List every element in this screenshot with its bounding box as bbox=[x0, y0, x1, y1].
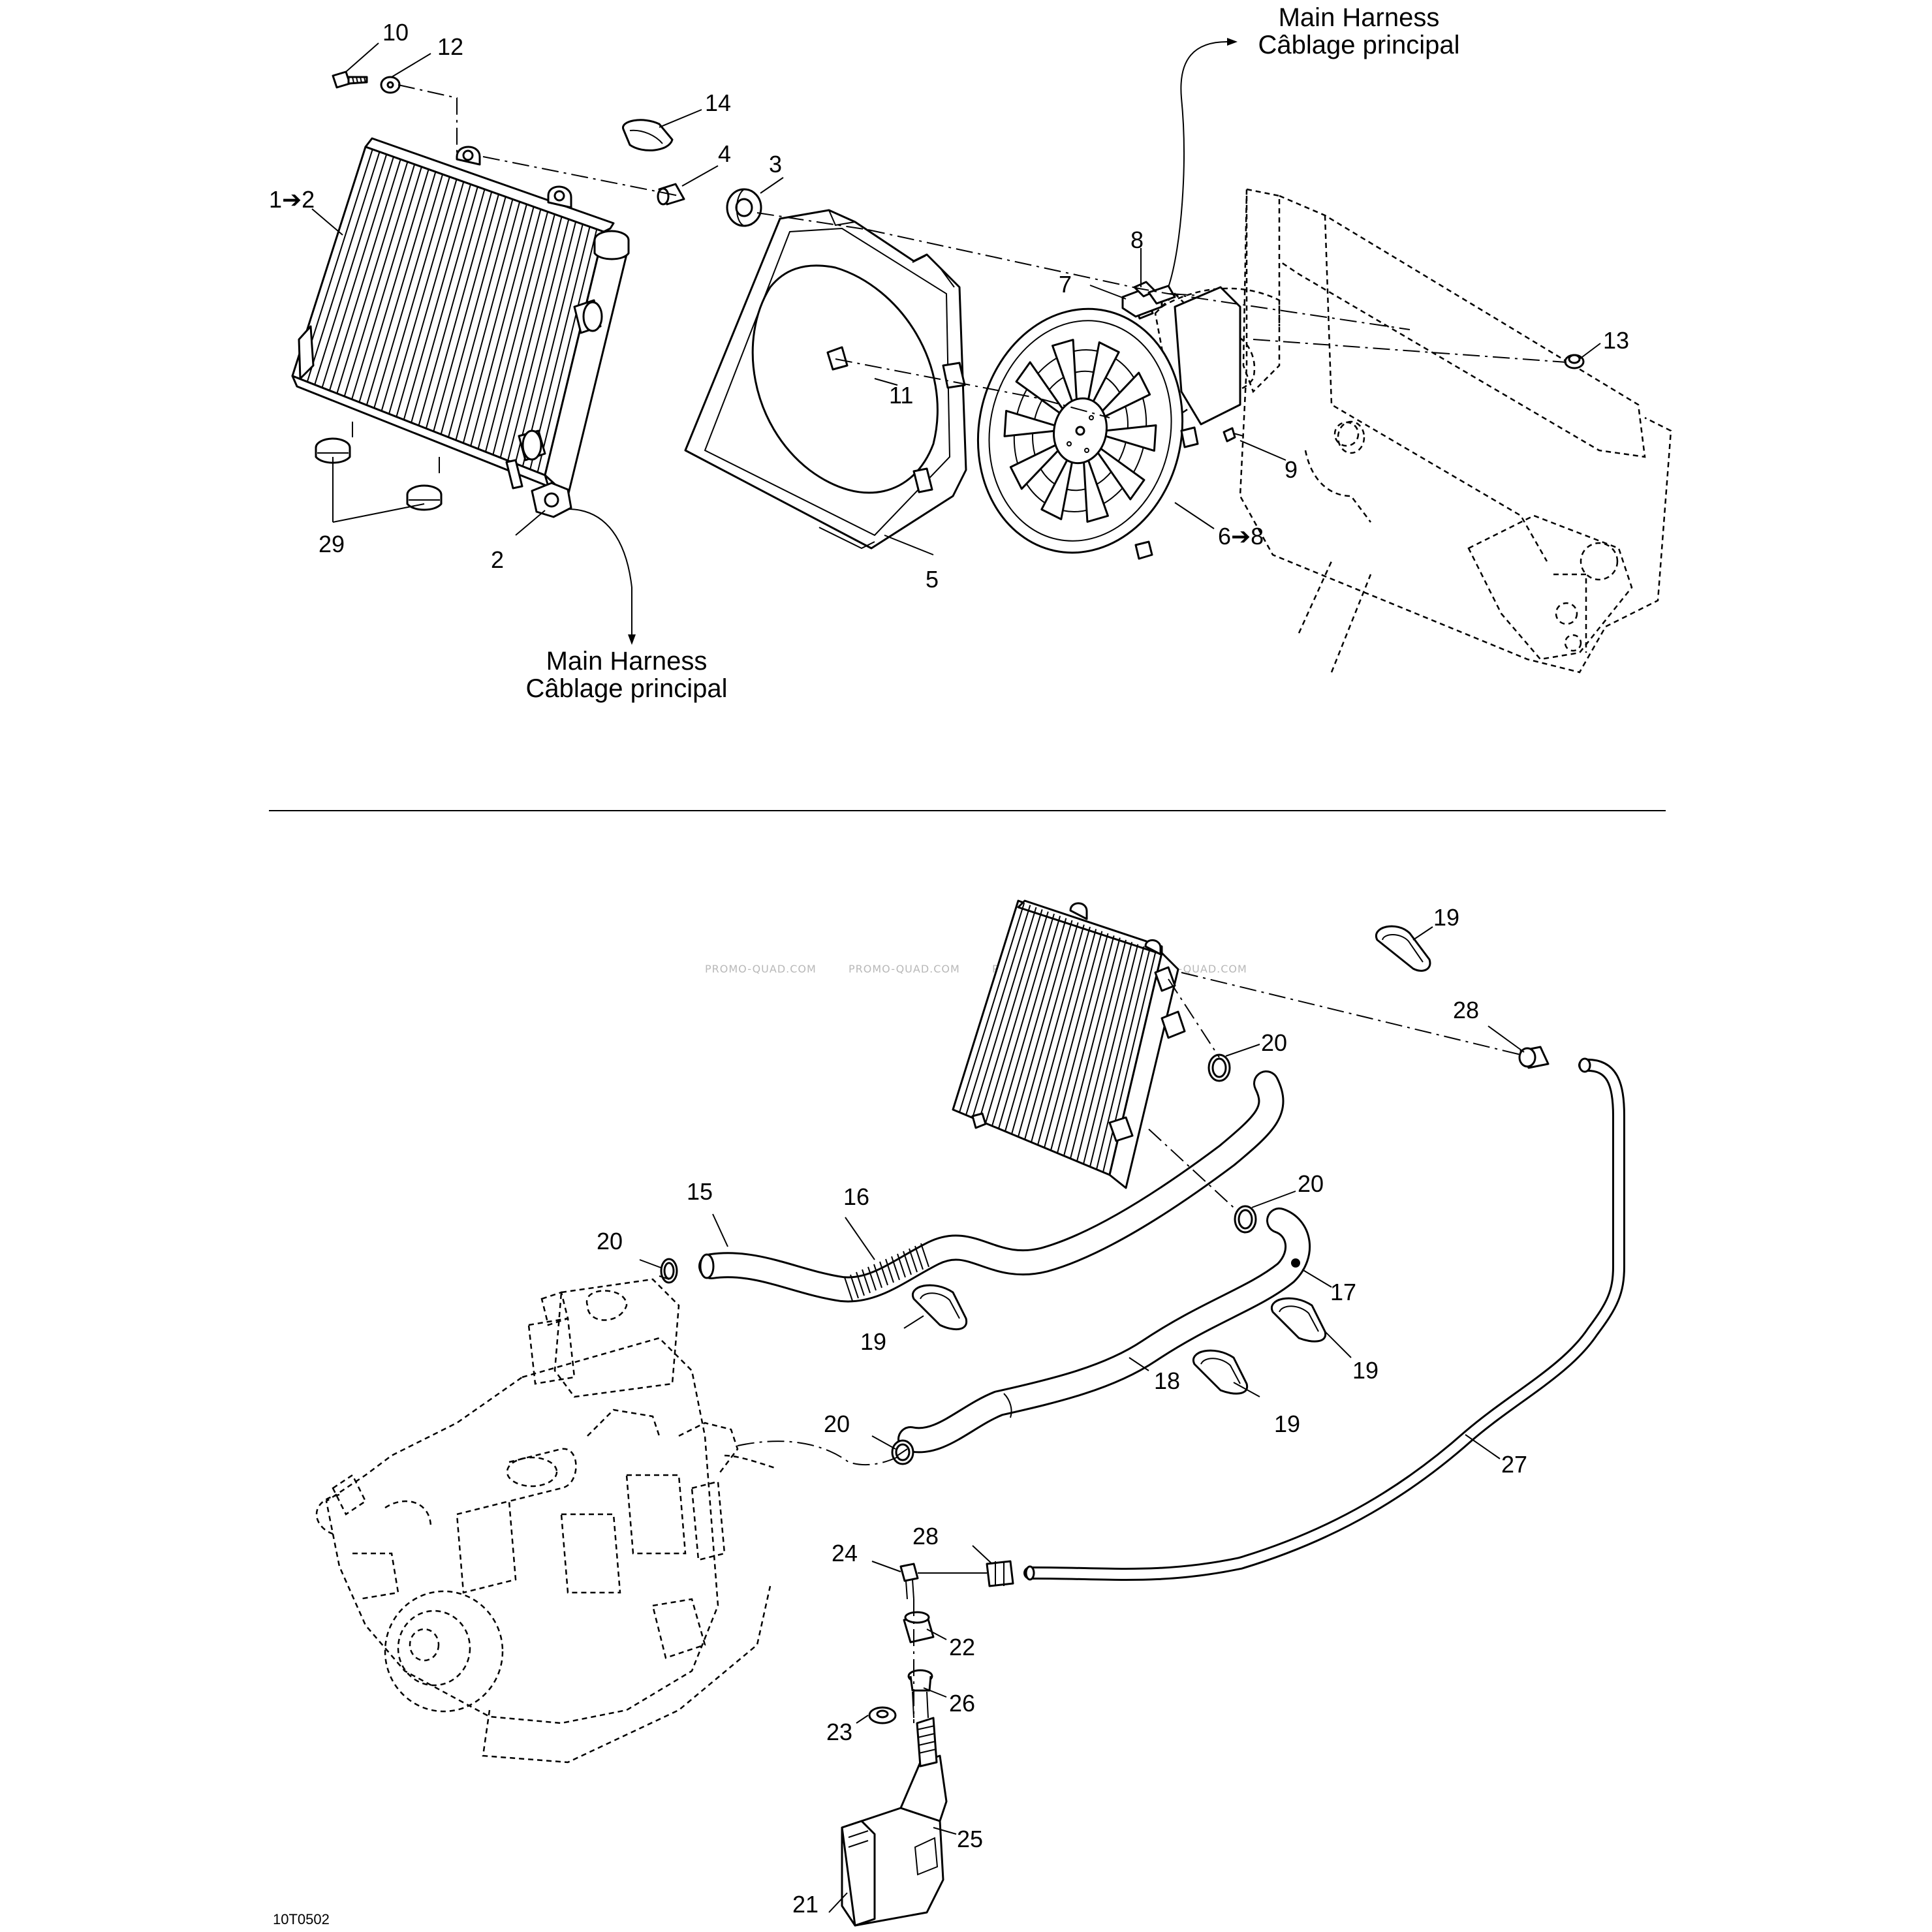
callout-24: 24 bbox=[832, 1540, 858, 1566]
callout-18: 18 bbox=[1154, 1367, 1180, 1394]
callout-25: 25 bbox=[957, 1826, 983, 1852]
harness-label-top: Main Harness Câblage principal bbox=[1258, 3, 1459, 59]
callout-5: 5 bbox=[926, 566, 939, 593]
callout-21: 21 bbox=[792, 1891, 818, 1918]
svg-text:PROMO-QUAD.COM: PROMO-QUAD.COM bbox=[705, 963, 817, 975]
callout-1-to-2: 1➔2 bbox=[269, 186, 315, 213]
callout-7: 7 bbox=[1059, 271, 1072, 298]
alignment-lines-top bbox=[397, 84, 1567, 418]
callout-27: 27 bbox=[1501, 1451, 1527, 1478]
cable-tie-19-b bbox=[911, 1284, 968, 1331]
lower-hose-17-18 bbox=[897, 1208, 1311, 1454]
fan-connector bbox=[1121, 281, 1176, 318]
callout-14: 14 bbox=[705, 89, 731, 116]
harness-arrow-top bbox=[1168, 38, 1238, 288]
callout-17: 17 bbox=[1330, 1279, 1356, 1305]
callout-12: 12 bbox=[437, 33, 463, 60]
callout-9: 9 bbox=[1285, 456, 1298, 483]
svg-text:Main Harness: Main Harness bbox=[546, 647, 708, 676]
callout-20-a: 20 bbox=[1261, 1029, 1287, 1056]
fitting-24 bbox=[899, 1563, 987, 1600]
reservoir-cap-22 bbox=[903, 1611, 935, 1644]
callout-10: 10 bbox=[382, 19, 409, 46]
bolt-10 bbox=[332, 70, 368, 89]
callout-8: 8 bbox=[1130, 226, 1144, 253]
overflow-hose-27 bbox=[1023, 1057, 1625, 1581]
radiator-installed bbox=[952, 899, 1186, 1189]
callout-19-b: 19 bbox=[860, 1328, 886, 1355]
callout-2: 2 bbox=[491, 546, 504, 573]
cable-tie-19-a bbox=[1375, 925, 1431, 972]
callout-11: 11 bbox=[889, 382, 913, 409]
leader-lines-top bbox=[311, 42, 1601, 555]
svg-text:Main Harness: Main Harness bbox=[1279, 3, 1440, 32]
hose-clamp-20-b bbox=[1234, 1205, 1257, 1234]
callout-3: 3 bbox=[769, 151, 782, 178]
hose-clamp-20-a bbox=[1208, 1053, 1231, 1082]
cable-tie-19-d bbox=[1192, 1349, 1249, 1395]
leader-lines-bottom bbox=[639, 926, 1525, 1913]
upper-hose-15-16 bbox=[698, 1070, 1285, 1303]
hose-clamp-28-top bbox=[1518, 1046, 1550, 1069]
callout-29: 29 bbox=[319, 531, 345, 557]
callout-26: 26 bbox=[949, 1690, 975, 1717]
svg-text:Câblage principal: Câblage principal bbox=[1258, 31, 1459, 59]
callout-23: 23 bbox=[826, 1719, 852, 1745]
callout-19-d: 19 bbox=[1274, 1410, 1300, 1437]
callout-16: 16 bbox=[843, 1183, 869, 1210]
grommet-3 bbox=[726, 188, 762, 227]
callout-4: 4 bbox=[718, 140, 731, 167]
alignment-lines-bottom bbox=[659, 972, 1521, 1723]
callout-6-to-8: 6➔8 bbox=[1218, 523, 1264, 550]
cable-tie-19-c bbox=[1270, 1297, 1327, 1343]
callout-28-b: 28 bbox=[912, 1523, 939, 1550]
nut-13 bbox=[1564, 354, 1585, 369]
svg-text:Câblage principal: Câblage principal bbox=[525, 674, 727, 703]
callout-15: 15 bbox=[687, 1178, 713, 1205]
harness-arrow-bottom bbox=[567, 508, 636, 645]
drawing-code: 10T0502 bbox=[273, 1911, 330, 1927]
coolant-reservoir bbox=[841, 1691, 948, 1927]
engine bbox=[315, 1278, 777, 1764]
callout-13: 13 bbox=[1603, 327, 1629, 354]
fan-shroud bbox=[684, 209, 967, 550]
temperature-sensor bbox=[531, 482, 572, 518]
gasket-26 bbox=[907, 1669, 933, 1692]
callout-20-c: 20 bbox=[597, 1228, 623, 1254]
callout-20-d: 20 bbox=[824, 1410, 850, 1437]
radiator bbox=[291, 137, 630, 497]
callout-labels: 10 12 14 4 3 1➔2 8 7 13 11 9 6➔8 29 2 5 … bbox=[269, 19, 1629, 1918]
callout-28-a: 28 bbox=[1453, 997, 1479, 1023]
callout-19-a: 19 bbox=[1433, 904, 1459, 931]
callout-22: 22 bbox=[949, 1634, 975, 1660]
cooling-fan bbox=[976, 286, 1241, 560]
washer-23 bbox=[868, 1706, 897, 1724]
hose-clamp-20-d bbox=[891, 1439, 914, 1465]
svg-text:PROMO-QUAD.COM: PROMO-QUAD.COM bbox=[849, 963, 960, 975]
harness-label-bottom: Main Harness Câblage principal bbox=[525, 647, 727, 703]
washer-12 bbox=[380, 76, 401, 94]
callout-19-c: 19 bbox=[1352, 1357, 1379, 1384]
hose-clamp-28-bottom bbox=[986, 1560, 1014, 1587]
callout-20-b: 20 bbox=[1298, 1170, 1324, 1197]
screw-9 bbox=[1223, 427, 1244, 443]
